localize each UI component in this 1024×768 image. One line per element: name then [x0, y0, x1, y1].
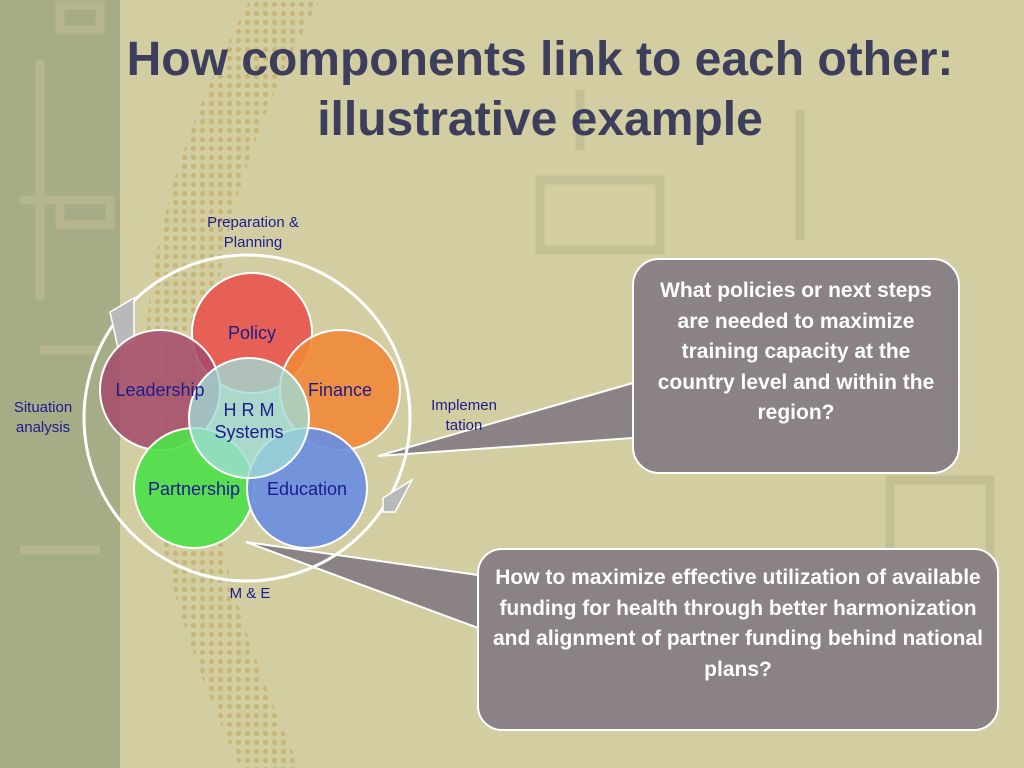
- callout-policies: [377, 258, 960, 474]
- label-policy: Policy: [227, 323, 276, 343]
- title-line-2: illustrative example: [317, 93, 763, 146]
- label-hrm-systems: H R M Systems: [214, 400, 284, 442]
- label-leadership: Leadership: [115, 380, 205, 400]
- faded-flowchart: [20, 0, 995, 615]
- label-partnership: Partnership: [147, 479, 241, 499]
- label-finance: Finance: [307, 380, 373, 400]
- label-preparation-planning: Preparation & Planning: [207, 214, 299, 251]
- cycle-arrow-icon: [382, 477, 414, 513]
- callout-funding: [245, 541, 999, 731]
- cycle-ring: [82, 253, 414, 583]
- callout-policies-text: What policies or next steps are needed t…: [657, 279, 935, 424]
- label-implementation: Implemen tation: [431, 397, 497, 434]
- label-situation-analysis: Situation analysis: [13, 399, 73, 436]
- label-m-and-e: M & E: [229, 585, 271, 602]
- dot-arc: [144, 0, 320, 768]
- circle-hrm-systems: [188, 357, 310, 479]
- page-title: How components link to each other: illus…: [0, 30, 1024, 150]
- callout-funding-text: How to maximize effective utilization of…: [493, 566, 983, 681]
- title-line-1: How components link to each other:: [126, 33, 954, 86]
- label-education: Education: [266, 479, 348, 499]
